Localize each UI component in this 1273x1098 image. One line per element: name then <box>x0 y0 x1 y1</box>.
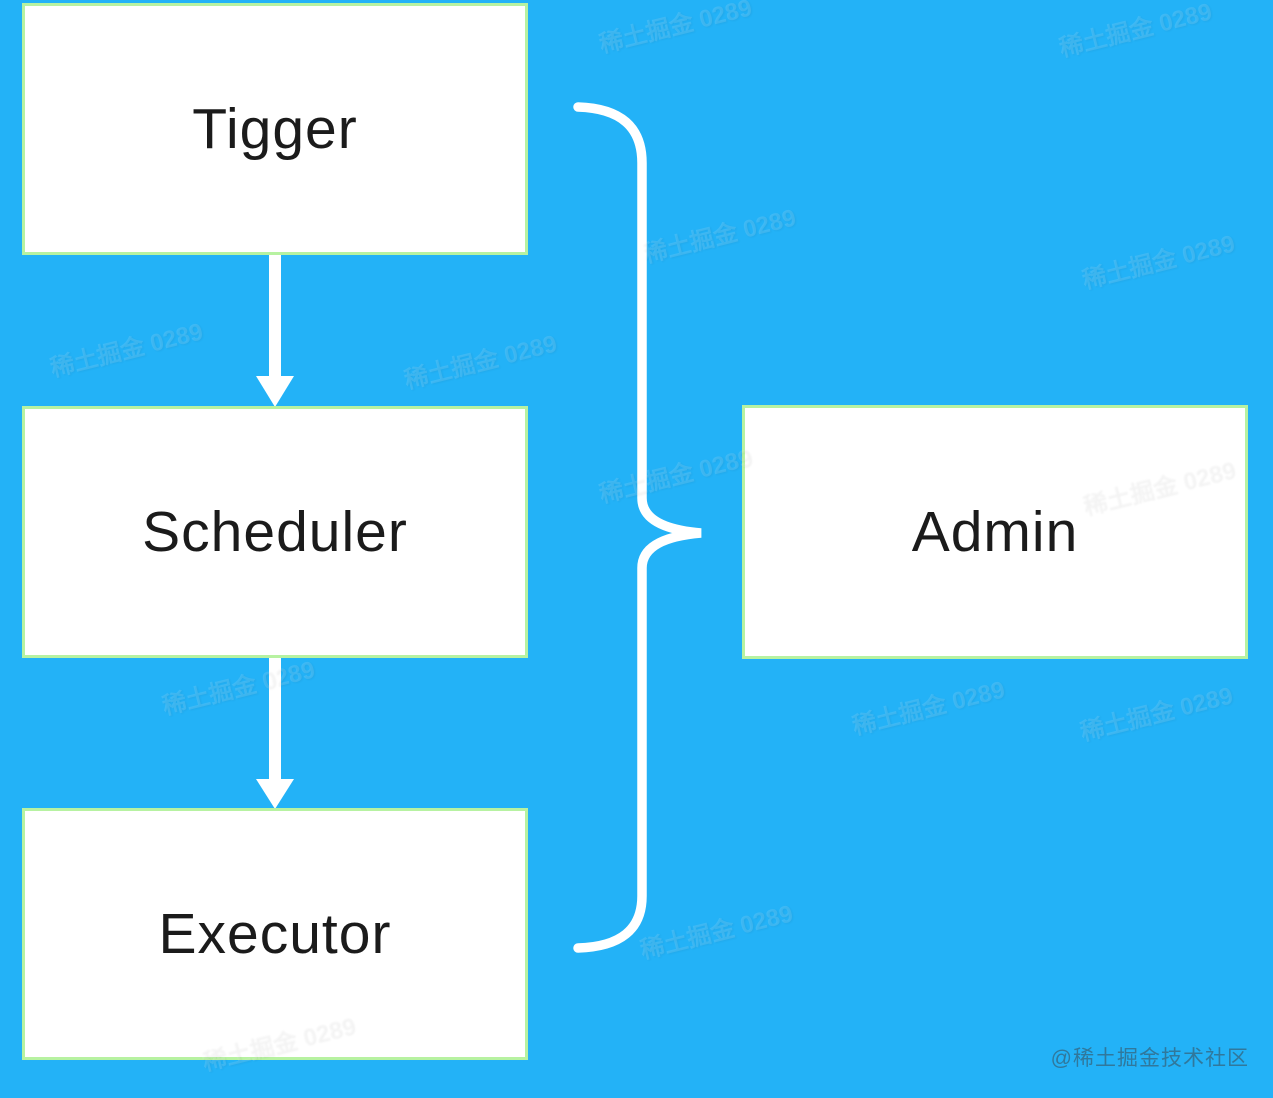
tiled-watermark: 稀土掘金 0289 <box>640 204 799 269</box>
arrow-tigger-to-scheduler <box>256 254 294 407</box>
node-scheduler-label: Scheduler <box>142 500 408 564</box>
node-admin: Admin <box>742 405 1248 659</box>
node-executor: Executor <box>22 808 528 1060</box>
curly-brace <box>573 102 702 953</box>
tiled-watermark: 稀土掘金 0289 <box>596 444 755 509</box>
tiled-watermark: 稀土掘金 0289 <box>1056 0 1215 63</box>
node-tigger-label: Tigger <box>192 97 358 161</box>
tiled-watermark: 稀土掘金 0289 <box>159 656 318 721</box>
node-scheduler: Scheduler <box>22 406 528 658</box>
tiled-watermark: 稀土掘金 0289 <box>849 676 1008 741</box>
arrow-scheduler-to-executor <box>256 657 294 809</box>
tiled-watermark: 稀土掘金 0289 <box>1079 230 1238 295</box>
node-tigger: Tigger <box>22 3 528 255</box>
tiled-watermark: 稀土掘金 0289 <box>596 0 755 59</box>
node-admin-label: Admin <box>911 500 1079 564</box>
tiled-watermark: 稀土掘金 0289 <box>47 318 206 383</box>
tiled-watermark: 稀土掘金 0289 <box>401 330 560 395</box>
node-executor-label: Executor <box>158 902 392 966</box>
corner-watermark: @稀土掘金技术社区 <box>1050 1047 1249 1070</box>
tiled-watermark: 稀土掘金 0289 <box>1077 682 1236 747</box>
tiled-watermark: 稀土掘金 0289 <box>637 900 796 965</box>
